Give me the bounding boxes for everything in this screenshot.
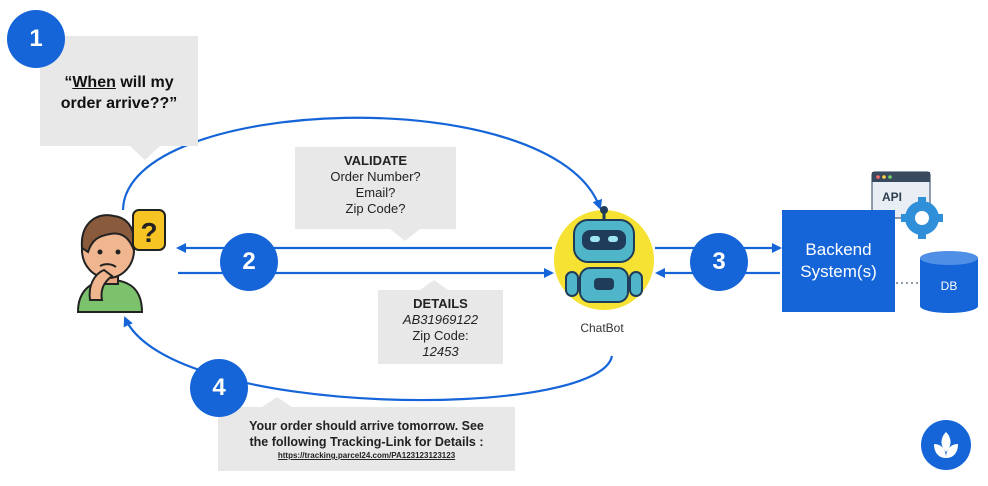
gear-icon — [901, 197, 943, 239]
customer-thinking-icon — [76, 214, 144, 313]
customer-question-bubble: “When will my order arrive??” — [40, 36, 198, 146]
speech-bubble-tail — [130, 146, 160, 160]
database-icon — [920, 251, 978, 313]
validate-bubble-tail — [390, 229, 420, 241]
validate-title: VALIDATE — [343, 153, 408, 168]
details-bubble-tail — [420, 280, 448, 290]
step-4-badge: 4 — [190, 359, 248, 417]
api-label: API — [882, 190, 902, 204]
validate-zip: Zip Code? — [345, 201, 406, 216]
details-order-number: AB31969122 — [402, 312, 479, 327]
step-1-badge: 1 — [7, 10, 65, 68]
step-2-badge: 2 — [220, 233, 278, 291]
answer-line1: Your order should arrive tomorrow. See — [249, 419, 484, 433]
details-zip-label: Zip Code: — [412, 328, 469, 343]
answer-bubble: Your order should arrive tomorrow. See t… — [218, 407, 515, 471]
validate-order-number: Order Number? — [330, 169, 421, 184]
details-title: DETAILS — [413, 296, 468, 311]
question-rest: will my — [115, 74, 174, 91]
backend-system-box: Backend System(s) — [782, 210, 895, 312]
arrow-answer-to-customer — [123, 316, 614, 402]
details-bubble: DETAILS AB31969122 Zip Code: 12453 — [378, 290, 503, 364]
arrow-question-to-chatbot — [121, 116, 603, 211]
logo-leaf-icon — [921, 420, 971, 470]
chatbot-label: ChatBot — [580, 321, 624, 335]
backend-line1: Backend — [805, 240, 872, 259]
question-line2: order arrive??” — [60, 95, 178, 112]
validate-email: Email? — [355, 185, 396, 200]
question-when: When — [72, 74, 116, 91]
customer-question-text: “When will my order arrive??” — [46, 72, 192, 114]
question-mark-box — [132, 209, 166, 251]
validate-bubble: VALIDATE Order Number? Email? Zip Code? — [295, 147, 456, 229]
step-3-badge: 3 — [690, 233, 748, 291]
tracking-link[interactable]: https://tracking.parcel24.com/PA12312312… — [277, 451, 456, 460]
db-label: DB — [941, 279, 958, 293]
answer-bubble-tail — [262, 397, 292, 407]
chatbot-robot-icon — [554, 206, 654, 310]
answer-line2: the following Tracking-Link for Details … — [249, 435, 484, 449]
backend-line2: System(s) — [800, 262, 877, 281]
open-quote: “ — [64, 74, 73, 91]
question-mark: ? — [140, 217, 157, 248]
details-zip-value: 12453 — [422, 344, 459, 359]
